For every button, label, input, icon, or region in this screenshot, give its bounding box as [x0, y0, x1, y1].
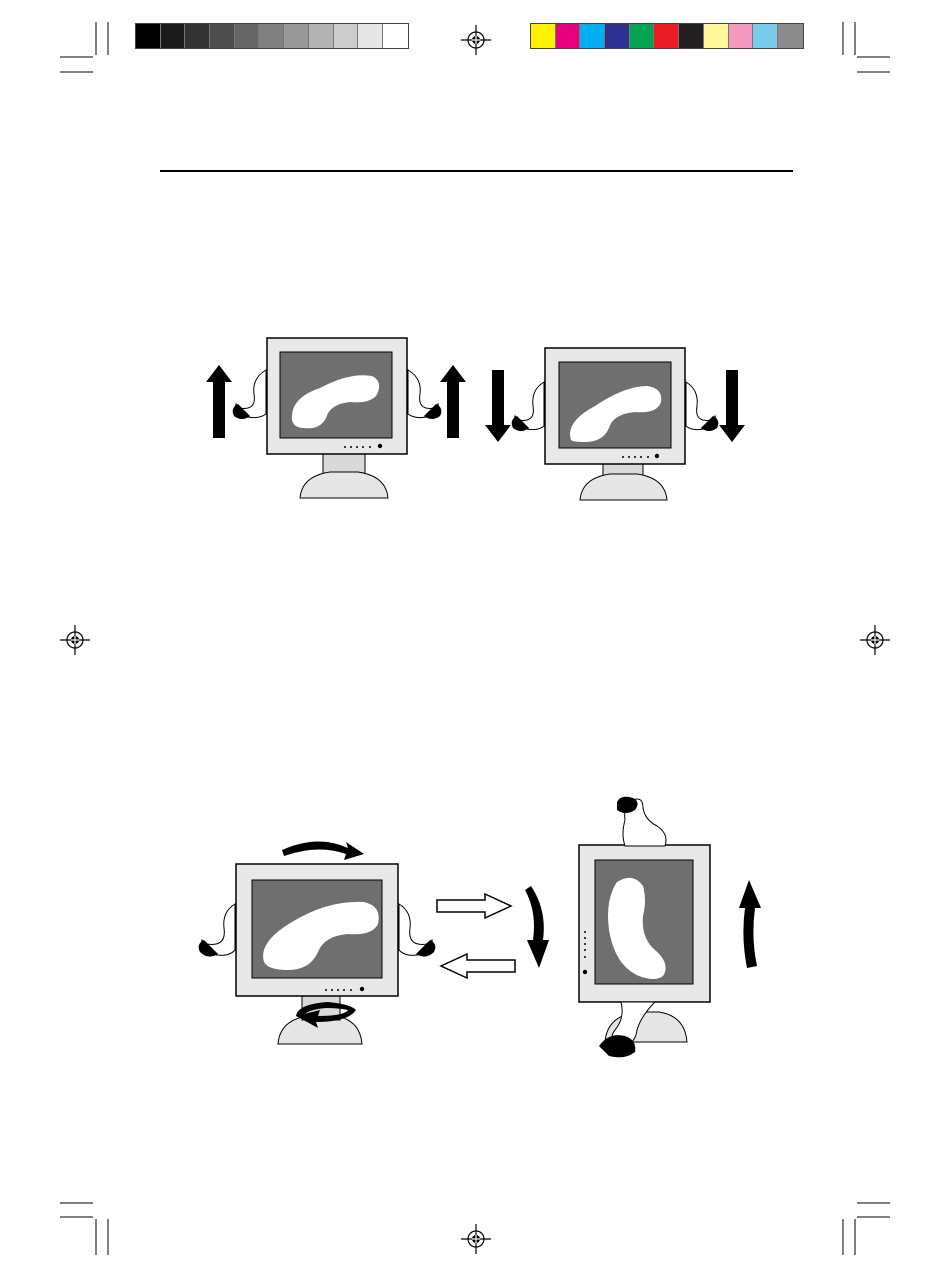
arrow-left-outline-icon [441, 954, 515, 978]
process-color-bar [530, 23, 804, 49]
monitor-raised-figure [200, 330, 460, 520]
grayscale-swatch-4 [235, 24, 260, 48]
pivot-arrow-down-icon [525, 886, 549, 968]
grayscale-color-bar [135, 23, 409, 49]
registration-mark-right-icon [860, 625, 890, 655]
grayscale-swatch-7 [309, 24, 334, 48]
grayscale-swatch-5 [259, 24, 284, 48]
arrow-up-left-icon [206, 365, 232, 438]
pivot-arrow-up-icon [739, 880, 761, 968]
color-swatch-3 [605, 24, 630, 48]
monitor-swivel-figure [198, 832, 438, 1052]
monitor-lowered-figure [485, 330, 745, 520]
arrow-down-right-icon [719, 370, 745, 442]
color-swatch-8 [729, 24, 754, 48]
grayscale-swatch-3 [210, 24, 235, 48]
grayscale-swatch-10 [383, 24, 408, 48]
swivel-arrow-top-icon [282, 841, 364, 860]
arrow-down-left-icon [485, 370, 511, 442]
arrow-up-right-icon [440, 365, 466, 438]
grayscale-swatch-0 [136, 24, 161, 48]
grayscale-swatch-2 [185, 24, 210, 48]
registration-mark-bottom-icon [461, 1224, 491, 1254]
transition-arrows [433, 890, 523, 980]
grayscale-swatch-8 [334, 24, 359, 48]
color-swatch-7 [704, 24, 729, 48]
registration-mark-top-icon [461, 25, 491, 55]
color-swatch-1 [556, 24, 581, 48]
header-rule [160, 170, 793, 172]
arrow-right-outline-icon [437, 894, 511, 918]
color-swatch-9 [753, 24, 778, 48]
color-swatch-2 [580, 24, 605, 48]
color-swatch-0 [531, 24, 556, 48]
color-swatch-5 [654, 24, 679, 48]
color-swatch-4 [630, 24, 655, 48]
monitor-pivot-figure [525, 790, 775, 1060]
registration-mark-left-icon [60, 625, 90, 655]
grayscale-swatch-1 [161, 24, 186, 48]
grayscale-swatch-6 [284, 24, 309, 48]
color-swatch-10 [778, 24, 803, 48]
grayscale-swatch-9 [358, 24, 383, 48]
color-swatch-6 [679, 24, 704, 48]
